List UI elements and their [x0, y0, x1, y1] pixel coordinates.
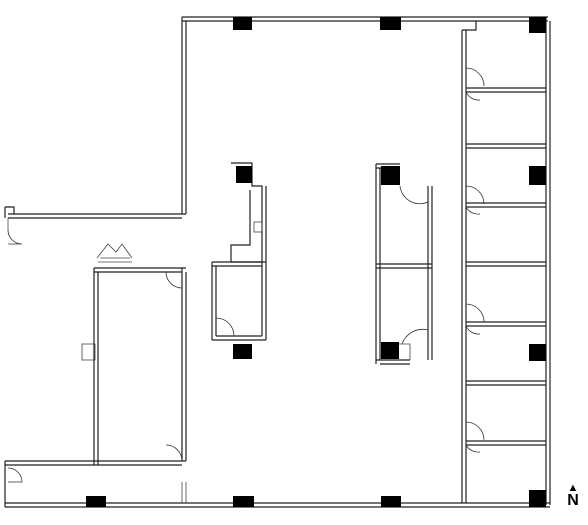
column — [529, 490, 546, 507]
column — [233, 17, 252, 30]
column — [529, 344, 546, 361]
north-label: N — [567, 492, 579, 509]
column — [529, 166, 546, 185]
column — [233, 496, 254, 507]
column — [233, 344, 252, 359]
column — [381, 166, 400, 185]
column — [380, 17, 401, 30]
column — [86, 496, 106, 507]
column — [236, 166, 252, 183]
north-compass: ▲ N — [562, 483, 584, 521]
column — [529, 17, 546, 33]
structural-columns — [86, 17, 546, 507]
column — [381, 496, 401, 507]
core-right — [375, 163, 433, 365]
core-left — [211, 162, 267, 341]
north-arrow-icon: ▲ — [567, 482, 579, 494]
column — [381, 342, 399, 359]
east-offices — [461, 21, 546, 503]
